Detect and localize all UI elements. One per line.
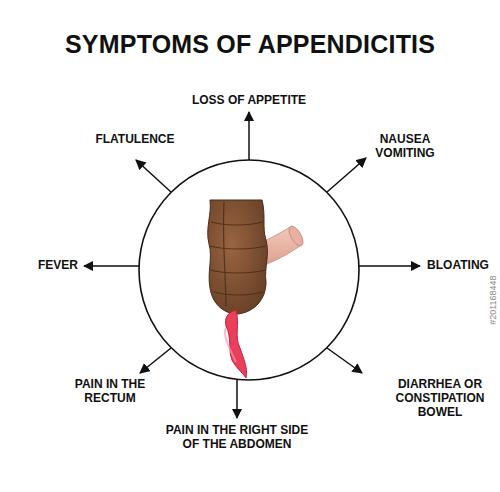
symptom-label: PAIN IN THE RECTUM (62, 378, 158, 406)
symptom-label: DIARRHEA OR CONSTIPATION BOWEL (388, 378, 492, 419)
symptom-label: PAIN IN THE RIGHT SIDE OF THE ABDOMEN (162, 424, 312, 452)
watermark-number: #201168448 (488, 275, 498, 324)
symptom-label: FLATULENCE (80, 133, 190, 147)
symptom-label: LOSS OF APPETITE (174, 94, 324, 108)
diagram-title: SYMPTOMS OF APPENDICITIS (65, 30, 435, 59)
colon (208, 200, 268, 314)
leader-arrows (84, 112, 420, 418)
appendix (225, 310, 246, 378)
symptom-label: NAUSEA VOMITING (365, 133, 445, 161)
symptom-label: FEVER (33, 259, 83, 273)
symptom-label: BLOATING (423, 259, 493, 273)
symptom-circle (139, 160, 359, 380)
